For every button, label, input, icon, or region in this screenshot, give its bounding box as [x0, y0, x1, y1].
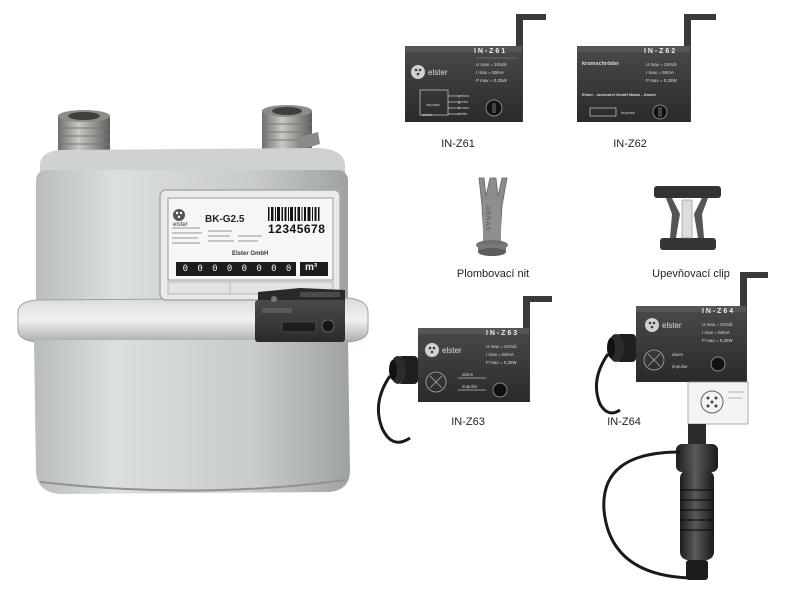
- z63-wire-alarm: alarm: [462, 372, 474, 377]
- counter-digit: 0: [241, 264, 248, 274]
- z63-title: I N - Z 6 3: [486, 330, 518, 337]
- z64-title: I N - Z 6 4: [702, 308, 734, 315]
- counter-window: [176, 262, 296, 276]
- elster-logo-icon: [645, 318, 659, 332]
- seal-pin: [476, 177, 508, 256]
- z61-wire-impulse: impulse: [426, 102, 440, 107]
- counter-digit: 0: [256, 264, 262, 274]
- caption-in-z63: IN-Z63: [451, 416, 485, 428]
- module-in-z61: [405, 14, 546, 122]
- counter-digit: 0: [212, 264, 218, 274]
- z61-spec-1: U max = 24Vdc: [476, 62, 507, 67]
- z61-title: I N - Z 6 1: [474, 48, 506, 55]
- elster-logo-icon: [425, 343, 439, 357]
- meter-lower-body: [34, 340, 350, 494]
- mounting-clip: [654, 186, 721, 250]
- wiring-label: [687, 381, 749, 425]
- caption-in-z62: IN-Z62: [613, 138, 647, 150]
- module-in-z64: [594, 272, 768, 580]
- z64-wire-impulse: impulse: [672, 364, 688, 369]
- cable: [602, 450, 691, 580]
- counter-digit: 0: [226, 264, 233, 274]
- z62-spec-1: U max = 24Vdc: [646, 62, 677, 67]
- module-in-z62: [577, 14, 716, 122]
- caption-in-z64: IN-Z64: [607, 416, 641, 428]
- meter-serial: 12345678: [268, 222, 326, 236]
- counter-digit: 0: [182, 264, 189, 274]
- z61-brand: elster: [428, 68, 448, 77]
- counter-digit: 0: [285, 264, 292, 274]
- caption-in-z61: IN-Z61: [441, 138, 475, 150]
- z64-wire-alarm: alarm: [672, 352, 684, 357]
- meter-counter: 0 0 0 0 0 0 0 0: [178, 262, 296, 276]
- caption-seal: Plombovací nit: [456, 268, 530, 280]
- connector-plug: [676, 444, 718, 472]
- elster-logo-icon: [411, 65, 425, 79]
- meter-maker: Elster GmbH: [232, 251, 269, 257]
- z63-spec-2: I max = 50mA: [486, 352, 514, 357]
- counter-digit: 0: [271, 264, 277, 274]
- z64-spec-1: U max = 24Vdc: [702, 322, 733, 327]
- gas-meter: [17, 105, 369, 494]
- z62-footer: Elster - Instromet GmbH Mainz - Kastel: [582, 92, 656, 97]
- z62-impulse: Impulse: [621, 110, 636, 115]
- module-in-z63: [376, 296, 552, 444]
- seal-letters: ABRAS: [484, 206, 490, 232]
- z62-title: I N - Z 6 2: [644, 48, 676, 55]
- z61-wire-white: white: [458, 111, 468, 116]
- z61-wire-yellow: yellow: [458, 93, 470, 98]
- z61-spec-3: P max = 0,25W: [476, 78, 507, 83]
- z61-spec-2: I max = 50mA: [476, 70, 504, 75]
- cable: [376, 375, 411, 444]
- barcode: [268, 207, 320, 221]
- z63-spec-3: P max = 0,25W: [486, 360, 517, 365]
- meter-brand: elster: [173, 222, 188, 228]
- z63-wire-impulse: impulse: [462, 384, 478, 389]
- elster-logo-icon: [173, 209, 185, 221]
- z61-wire-green: green: [458, 99, 469, 104]
- z63-spec-1: U max = 24Vdc: [486, 344, 517, 349]
- z62-brand: kromschröder: [582, 61, 619, 67]
- counter-digit: 0: [197, 264, 203, 274]
- z64-spec-2: I max = 50mA: [702, 330, 730, 335]
- meter-model: BK-G2.5: [205, 214, 245, 225]
- meter-unit: m³: [305, 262, 318, 273]
- caption-clip: Upevňovací clip: [652, 268, 730, 280]
- mounted-pulse-module: [255, 288, 345, 342]
- z64-spec-3: P max = 0,25W: [702, 338, 733, 343]
- z63-brand: elster: [442, 346, 462, 355]
- z64-brand: elster: [662, 321, 682, 330]
- z62-spec-3: P max = 0,25W: [646, 78, 677, 83]
- z62-spec-2: I max = 50mA: [646, 70, 674, 75]
- z61-wire-alarm: alarm: [422, 112, 433, 117]
- z61-wire-brown: brown: [458, 105, 469, 110]
